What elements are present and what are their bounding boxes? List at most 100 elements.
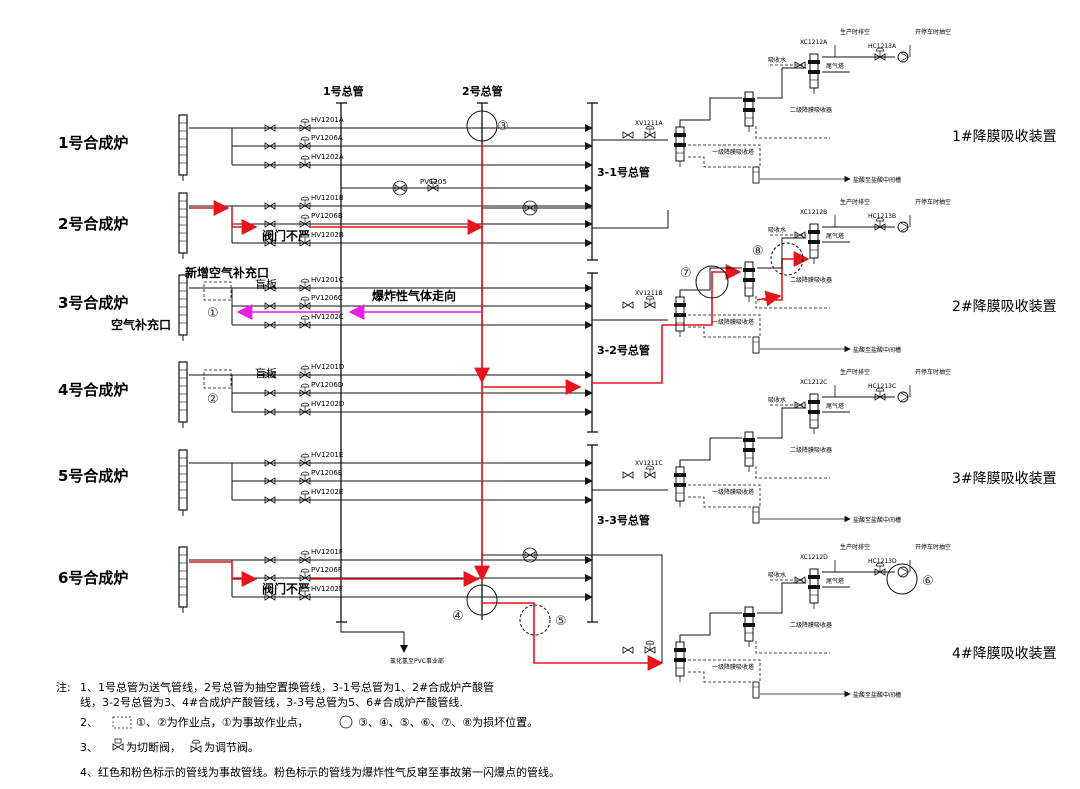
unit-3-label: 3#降膜吸收装置 bbox=[952, 471, 1057, 487]
furnace-4-ctrl-valve-1[interactable] bbox=[299, 365, 311, 379]
furnace-5-tag-1: HV1201E bbox=[311, 451, 343, 459]
tail-tower-4 bbox=[807, 568, 821, 610]
furnace-3-ctrl-valve-1[interactable] bbox=[299, 278, 311, 292]
unit-4-first-stage-label: 一级降膜吸收塔 bbox=[712, 663, 754, 671]
unit-3-first-stage-label: 一级降膜吸收塔 bbox=[712, 488, 754, 496]
first-stage-absorber-1 bbox=[673, 126, 687, 168]
unit-1-absorb-water-label: 吸收水 bbox=[768, 56, 786, 64]
unit-1-xv-valve[interactable] bbox=[644, 125, 656, 139]
marker-6: ⑥ bbox=[922, 574, 934, 589]
unit-3-xv-valve[interactable] bbox=[644, 465, 656, 479]
furnace-6-tag-3: HV1202F bbox=[311, 585, 343, 593]
unit-4-inlet-valve[interactable] bbox=[622, 646, 634, 654]
valve-leak-label-2: 阀门不严 bbox=[262, 581, 310, 596]
absorption-units: XC1212AHC1213AXV1211A生产时排空开停车时抽空吸收水尾气塔二级… bbox=[622, 28, 951, 699]
vacuum-pump-4[interactable] bbox=[897, 566, 909, 578]
explosive-flow-label: 爆炸性气体走向 bbox=[372, 288, 456, 303]
unit-2-xc-tag: XC1212B bbox=[800, 209, 827, 216]
vacuum-pump-3[interactable] bbox=[897, 391, 909, 403]
furnace-6-tag-2: PV1206F bbox=[311, 566, 342, 574]
furnace-2-ctrl-valve-1[interactable] bbox=[299, 196, 311, 210]
furnace-2-label: 2号合成炉 bbox=[58, 215, 128, 233]
furnace-4-tag-2: PV1206D bbox=[311, 381, 343, 389]
pv1205-tag: PV1205 bbox=[420, 178, 447, 186]
furnace-3-tag-3: HV1202C bbox=[311, 313, 344, 321]
unit-2-prod-vent-label: 生产时排空 bbox=[840, 198, 870, 206]
furnace-6-vessel bbox=[178, 546, 188, 614]
air-port-label: 空气补充口 bbox=[111, 317, 171, 332]
worksite-legend-icon bbox=[112, 716, 132, 729]
furnace-1-ctrl-valve-2[interactable] bbox=[299, 136, 311, 150]
absorption-unit-3: XC1212CHC1213CXV1211C生产时排空开停车时抽空吸收水尾气塔二级… bbox=[622, 368, 951, 524]
unit-1-prod-vent-label: 生产时排空 bbox=[840, 28, 870, 36]
note-3a: 为切断阀， bbox=[126, 740, 181, 754]
new-air-port-label: 新增空气补充口 bbox=[185, 265, 269, 280]
furnace-2-ctrl-valve-2[interactable] bbox=[299, 214, 311, 228]
furnace-6-label: 6号合成炉 bbox=[58, 569, 128, 587]
furnace-4-ctrl-valve-3[interactable] bbox=[299, 402, 311, 416]
furnace-1-ctrl-valve-3[interactable] bbox=[299, 155, 311, 169]
furnace-3-ctrl-valve-2[interactable] bbox=[299, 296, 311, 310]
unit-2-xv-tag: XV1211B bbox=[635, 290, 663, 297]
furnace-3-tag-1: HV1201C bbox=[311, 276, 344, 284]
furnace-3-label: 3号合成炉 bbox=[58, 294, 128, 312]
acid-tank-4 bbox=[752, 681, 760, 699]
first-stage-absorber-3 bbox=[673, 466, 687, 508]
sub-header-2-label: 3-2号总管 bbox=[597, 343, 650, 357]
unit-2-hc-tag: HC1213B bbox=[868, 213, 896, 220]
unit-4-label: 4#降膜吸收装置 bbox=[952, 646, 1057, 662]
unit-3-prod-vent-label: 生产时排空 bbox=[840, 368, 870, 376]
unit-3-xv-tag: XV1211C bbox=[635, 460, 663, 467]
unit-2-second-stage-label: 二级降膜吸收器 bbox=[790, 276, 832, 284]
furnace-6-ctrl-valve-1[interactable] bbox=[299, 550, 311, 564]
furnace-1-ctrl-valve-1[interactable] bbox=[299, 118, 311, 132]
note-2-text: ①、②为作业点，①为事故作业点， bbox=[136, 715, 309, 729]
unit-2-absorb-water-label: 吸收水 bbox=[768, 226, 786, 234]
unit-4-xv-valve[interactable] bbox=[644, 640, 656, 654]
furnace-4-ctrl-valve-2[interactable] bbox=[299, 383, 311, 397]
unit-3-inlet-valve[interactable] bbox=[622, 471, 634, 479]
furnace-2-tag-3: HV1202B bbox=[311, 231, 344, 239]
unit-1-xc-tag: XC1212A bbox=[800, 39, 828, 46]
furnace-5-ctrl-valve-3[interactable] bbox=[299, 490, 311, 504]
furnace-5-ctrl-valve-2[interactable] bbox=[299, 471, 311, 485]
vacuum-pump-1[interactable] bbox=[897, 51, 909, 63]
furnace-4-tag-3: HV1202D bbox=[311, 400, 344, 408]
unit-4-absorb-water-label: 吸收水 bbox=[768, 571, 786, 579]
marker-1: ① bbox=[207, 306, 219, 321]
furnace-1-tag-3: HV1202A bbox=[311, 153, 344, 161]
furnace-6-tag-1: HV1201F bbox=[311, 548, 343, 556]
marker-5: ⑤ bbox=[555, 614, 567, 629]
note-2-text-b: ③、④、⑤、⑥、⑦、⑧为损坏位置。 bbox=[358, 715, 538, 729]
unit-1-startup-vent-label: 开停车时抽空 bbox=[915, 28, 951, 36]
note-4: 4、红色和粉色标示的管线为事故管线。粉色标示的管线为爆炸性气反窜至事故第一闪爆点… bbox=[80, 765, 560, 779]
unit-1-hc-tag: HC1213A bbox=[868, 43, 897, 50]
furnace-5-label: 5号合成炉 bbox=[58, 467, 128, 485]
damage-legend-icon bbox=[339, 715, 353, 729]
furnace-6-ctrl-valve-2[interactable] bbox=[299, 568, 311, 582]
sub-header-3-label: 3-3号总管 bbox=[597, 513, 650, 527]
unit-2-acid-tank-label: 盐酸至盐酸中间槽 bbox=[853, 346, 901, 354]
unit-1-label: 1#降膜吸收装置 bbox=[952, 129, 1057, 145]
furnace-4-vessel bbox=[178, 361, 188, 429]
tail-tower-2 bbox=[807, 223, 821, 265]
note-3b: 为调节阀。 bbox=[204, 740, 259, 754]
furnace-3-ctrl-valve-3[interactable] bbox=[299, 315, 311, 329]
unit-4-hc-tag: HC1213D bbox=[868, 558, 897, 565]
unit-1-inlet-valve[interactable] bbox=[622, 131, 634, 139]
furnace-5-ctrl-valve-1[interactable] bbox=[299, 453, 311, 467]
accident-lines bbox=[189, 140, 810, 671]
unit-3-absorb-water-label: 吸收水 bbox=[768, 396, 786, 404]
furnace-3-vessel bbox=[178, 274, 188, 342]
unit-2-inlet-valve[interactable] bbox=[622, 301, 634, 309]
furnace-5-tag-2: PV1206E bbox=[311, 469, 342, 477]
vacuum-pump-2[interactable] bbox=[897, 221, 909, 233]
unit-2-xv-valve[interactable] bbox=[644, 295, 656, 309]
blind-plate-label-1: 盲板 bbox=[255, 277, 277, 291]
notes-prefix: 注: bbox=[56, 680, 71, 694]
acid-tank-1 bbox=[752, 166, 760, 184]
